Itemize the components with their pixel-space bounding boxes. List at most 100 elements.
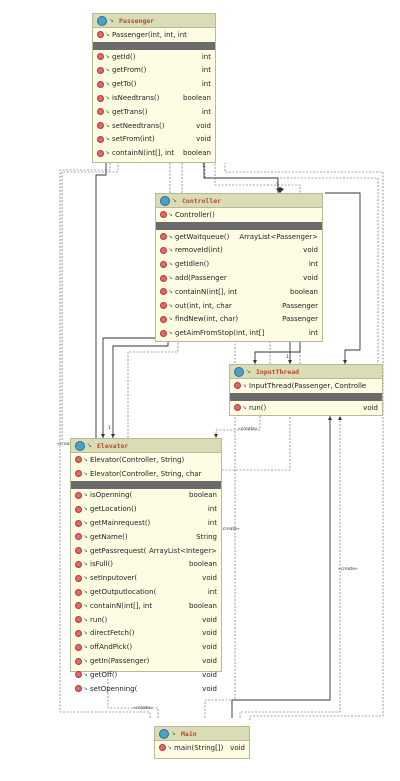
method-icon: [75, 470, 82, 478]
method-return-type: ArrayList<Passenger>: [239, 232, 318, 241]
method-row[interactable]: ↘isFull()boolean: [71, 558, 221, 572]
method-row[interactable]: ↘getOff()void: [71, 668, 221, 682]
method-signature: containN(int[], int: [90, 601, 153, 610]
method-row[interactable]: ↘getLocation()int: [71, 502, 221, 516]
class-main[interactable]: ↘ Main ↘main(String[])void: [154, 726, 250, 759]
arrow-8: [338, 416, 342, 420]
assoc-elevator-controller-2: [112, 342, 169, 438]
method-row[interactable]: ↘getAimFromStop(int, int[]int: [156, 326, 322, 340]
assoc-controller-passenger: [203, 163, 279, 193]
class-elevator[interactable]: ↘ Elevator ↘ Elevator(Controller, String…: [70, 438, 222, 693]
constructor-row[interactable]: ↘ InputThread(Passenger, Controlle: [230, 379, 382, 393]
method-icon: [97, 108, 104, 116]
method-row[interactable]: ↘getWaitqueue()ArrayList<Passenger>: [156, 230, 322, 244]
method-return-type: void: [202, 684, 217, 693]
constructor-row[interactable]: ↘ Controller(): [156, 208, 322, 222]
method-signature: removeId(int): [175, 246, 223, 255]
method-icon: [97, 31, 104, 39]
edge-elevator-controller: [127, 342, 179, 438]
method-return-type: int: [308, 260, 318, 269]
method-row[interactable]: ↘main(String[])void: [155, 741, 249, 755]
method-return-type: void: [196, 135, 211, 144]
arrow-3: [111, 434, 115, 438]
method-signature: getId(): [112, 52, 136, 61]
method-return-type: boolean: [189, 560, 217, 569]
assoc-inputthread-passenger: [325, 192, 361, 364]
constructor-row[interactable]: ↘ Elevator(Controller, String): [71, 453, 221, 467]
method-return-type: int: [201, 66, 211, 75]
method-return-type: void: [303, 246, 318, 255]
class-icon: [75, 440, 85, 451]
method-row[interactable]: ↘removeId(int)void: [156, 244, 322, 258]
method-icon: [160, 315, 167, 323]
arrow-4: [288, 360, 292, 364]
method-row[interactable]: ↘getName()String: [71, 530, 221, 544]
method-return-type: void: [202, 574, 217, 583]
constructor-row[interactable]: ↘ Passenger(int, int, int: [93, 28, 215, 42]
edge-left-outer-2: [61, 163, 119, 440]
edge-right-outer-1: [224, 163, 384, 720]
assoc-main-inputthread: [231, 416, 331, 718]
public-visibility-icon: ↘: [105, 95, 110, 102]
method-row[interactable]: ↘getPassrequest(ArrayList<Integer>: [71, 544, 221, 558]
public-visibility-icon: ↘: [83, 685, 88, 692]
method-icon: [160, 211, 167, 219]
method-row[interactable]: ↘isNeedtrans()boolean: [93, 91, 215, 105]
method-signature: getOff(): [90, 670, 118, 679]
method-icon: [97, 135, 104, 143]
method-row[interactable]: ↘setFrom(int)void: [93, 133, 215, 147]
method-row[interactable]: ↘run()void: [71, 613, 221, 627]
method-row[interactable]: ↘getFrom()int: [93, 64, 215, 78]
method-icon: [75, 456, 82, 464]
method-signature: getMainrequest(): [90, 519, 151, 528]
method-row[interactable]: ↘run()void: [230, 401, 382, 415]
class-controller[interactable]: ↘ Controller ↘ Controller() ↘getWaitqueu…: [155, 193, 323, 342]
arrow-5: [253, 360, 257, 364]
method-row[interactable]: ↘getIdlen()int: [156, 257, 322, 271]
method-icon: [75, 643, 82, 651]
method-row[interactable]: ↘getMainrequest()int: [71, 516, 221, 530]
method-icon: [75, 671, 82, 679]
public-visibility-icon: ↘: [242, 382, 247, 389]
public-visibility-icon: ↘: [87, 442, 93, 449]
method-return-type: void: [202, 657, 217, 666]
public-visibility-icon: ↘: [83, 644, 88, 651]
method-row[interactable]: ↘offAndPick()void: [71, 640, 221, 654]
edge-main-inputthread-create: [239, 416, 341, 718]
method-row[interactable]: ↘isOpenning(boolean: [71, 489, 221, 503]
class-icon: [97, 15, 107, 26]
method-return-type: void: [196, 121, 211, 130]
method-signature: run(): [249, 403, 267, 412]
public-visibility-icon: ↘: [83, 561, 88, 568]
method-return-type: void: [303, 274, 318, 283]
method-row[interactable]: ↘getIn(Passenger)void: [71, 654, 221, 668]
class-header: ↘ Elevator: [71, 439, 221, 453]
method-row[interactable]: ↘setOpenning(void: [71, 682, 221, 696]
method-return-type: void: [230, 743, 245, 752]
public-visibility-icon: ↘: [83, 506, 88, 513]
class-passenger[interactable]: ↘ Passenger ↘ Passenger(int, int, int ↘g…: [92, 13, 216, 163]
method-row[interactable]: ↘getOutputlocation(int: [71, 585, 221, 599]
method-row[interactable]: ↘getTo()int: [93, 77, 215, 91]
method-signature: getIn(Passenger): [90, 657, 150, 666]
constructor-row[interactable]: ↘ Elevator(Controller, String, char: [71, 467, 221, 481]
method-row[interactable]: ↘getTrans()int: [93, 105, 215, 119]
method-row[interactable]: ↘getId()int: [93, 50, 215, 64]
method-signature: getLocation(): [90, 505, 137, 514]
class-inputthread[interactable]: ↘ InputThread ↘ InputThread(Passenger, C…: [229, 364, 383, 416]
method-icon: [97, 149, 104, 157]
label-mult-1-b: 1: [108, 426, 111, 431]
method-row[interactable]: ↘setInputover(void: [71, 571, 221, 585]
method-return-type: int: [207, 519, 217, 528]
method-icon: [160, 246, 167, 254]
method-return-type: boolean: [290, 287, 318, 296]
method-row[interactable]: ↘directFetch()void: [71, 627, 221, 641]
method-row[interactable]: ↘setNeedtrans()void: [93, 119, 215, 133]
method-row[interactable]: ↘findNew(int, char)Passenger: [156, 313, 322, 327]
